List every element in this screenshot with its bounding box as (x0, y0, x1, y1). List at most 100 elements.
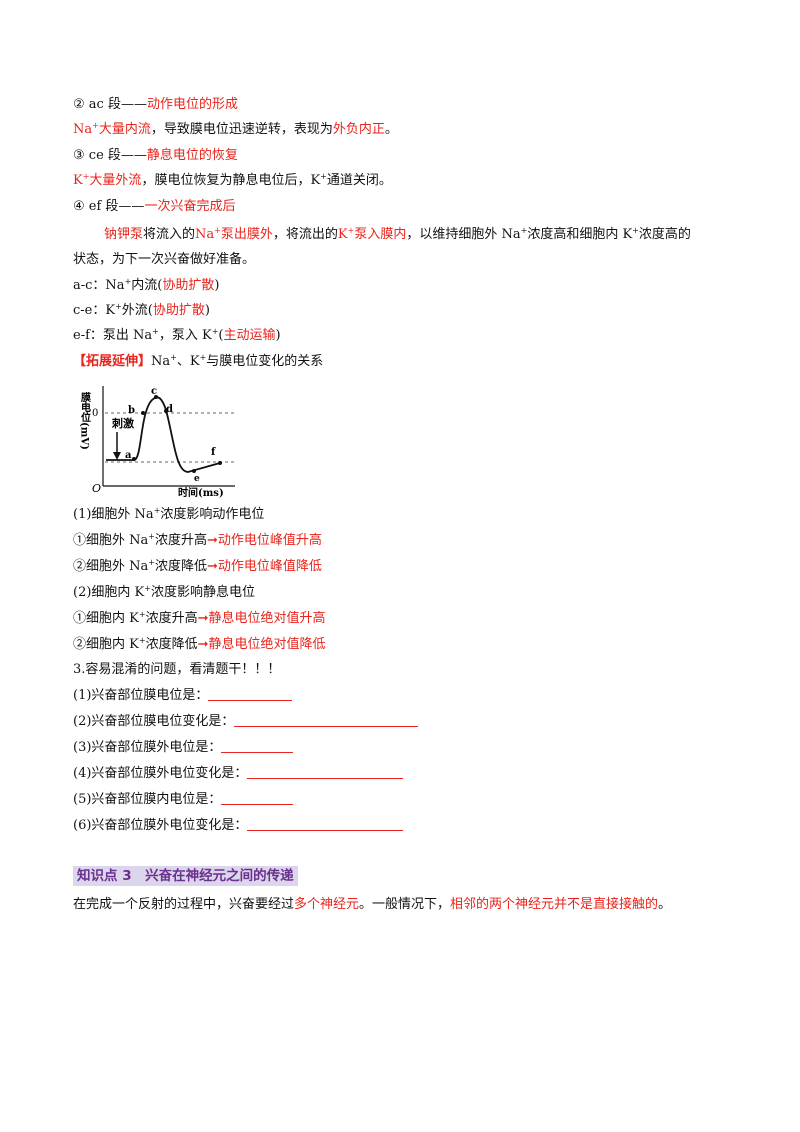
answer-blank[interactable] (247, 765, 404, 779)
question-3: (3)兴奋部位膜外电位是： (73, 739, 294, 757)
point-c (154, 395, 158, 399)
text: 、K (176, 354, 200, 369)
charge: + (148, 558, 155, 567)
text: ) (204, 303, 210, 318)
stimulus-label: 刺激 (111, 416, 134, 430)
highlight: 泵出膜外 (220, 227, 273, 242)
answer-blank[interactable] (221, 739, 294, 753)
segment-title: 动作电位的形成 (146, 97, 238, 112)
text: ②细胞外 Na (73, 559, 149, 574)
k-symbol: K (337, 227, 348, 242)
charge: + (92, 121, 99, 130)
effect-heading-k: (2)细胞内 K+浓度影响静息电位 (73, 584, 255, 602)
question-text: (1)兴奋部位膜电位是： (73, 688, 209, 703)
charge: + (153, 506, 161, 515)
label-b: b (128, 405, 135, 416)
ac-segment-heading: ② ac 段——动作电位的形成 (73, 96, 238, 114)
highlight: 大量内流 (98, 122, 151, 137)
text: 浓度高和细胞内 K (527, 227, 633, 242)
text: 在完成一个反射的过程中，兴奋要经过 (73, 897, 295, 912)
charge: + (170, 353, 177, 362)
origin-label: O (92, 482, 101, 495)
text: ，以维持细胞外 Na (406, 227, 521, 242)
charge: + (199, 353, 207, 362)
point-f (218, 461, 222, 465)
effect-k-increase: ①细胞内 K+浓度升高➞静息电位绝对值升高 (73, 610, 325, 628)
text: (1)细胞外 Na (73, 507, 154, 522)
answer-blank[interactable] (247, 817, 404, 831)
charge: + (115, 302, 122, 311)
text: ①细胞内 K (73, 611, 139, 626)
charge: + (214, 226, 221, 235)
charge: + (148, 532, 155, 541)
segment-label: ② ac 段—— (73, 97, 147, 112)
answer-blank[interactable] (208, 687, 293, 701)
text: 。 (658, 897, 672, 912)
question-text: (6)兴奋部位膜外电位变化是： (73, 818, 248, 833)
text: c-e：K (73, 303, 116, 318)
effect-na-decrease: ②细胞外 Na+浓度降低➞动作电位峰值降低 (73, 558, 322, 576)
highlight: 主动运输 (223, 328, 276, 343)
membrane-potential-diagram: 膜电位(mV) 0 刺激 a b c d e f O 时间(ms) (79, 386, 235, 499)
highlight: ➞动作电位峰值升高 (206, 533, 322, 548)
charge: + (124, 277, 132, 286)
point-d (164, 409, 168, 413)
ef-segment-heading: ④ ef 段——一次兴奋完成后 (73, 198, 235, 216)
highlight: 协助扩散 (152, 303, 205, 318)
charge: + (520, 226, 528, 235)
charge: + (152, 327, 159, 336)
question-1: (1)兴奋部位膜电位是： (73, 687, 293, 705)
text: 浓度升高 (145, 611, 198, 626)
section-3-paragraph: 在完成一个反射的过程中，兴奋要经过多个神经元。一般情况下，相邻的两个神经元并不是… (73, 896, 671, 914)
action-potential-curve (106, 396, 221, 473)
x-axis-label: 时间(ms) (178, 486, 224, 499)
point-b (141, 411, 145, 415)
question-4: (4)兴奋部位膜外电位变化是： (73, 765, 404, 783)
highlight: ➞静息电位绝对值降低 (197, 637, 326, 652)
text: 浓度降低 (145, 637, 198, 652)
text: a-c：Na (73, 278, 125, 293)
stimulus-arrowhead (113, 452, 121, 460)
answer-blank[interactable] (234, 713, 419, 727)
text: 浓度降低 (154, 559, 207, 574)
question-2: (2)兴奋部位膜电位变化是： (73, 713, 419, 731)
text: 与膜电位变化的关系 (206, 354, 324, 369)
charge: + (138, 610, 146, 619)
text: ，将流出的 (272, 227, 338, 242)
text: 浓度影响动作电位 (160, 507, 265, 522)
ce-transport-line: c-e：K+外流(协助扩散) (73, 302, 210, 320)
text: ) (214, 278, 220, 293)
ac-segment-text: Na+大量内流，导致膜电位迅速逆转，表现为外负内正。 (73, 121, 398, 139)
ac-transport-line: a-c：Na+内流(协助扩散) (73, 277, 219, 295)
extension-tag: 【拓展延伸】 (73, 354, 152, 369)
charge: + (82, 172, 90, 181)
text: 。一般情况下， (359, 897, 451, 912)
highlight: ➞动作电位峰值降低 (206, 559, 322, 574)
highlight: 多个神经元 (294, 897, 360, 912)
answer-blank[interactable] (221, 791, 294, 805)
question-text: (3)兴奋部位膜外电位是： (73, 740, 222, 755)
text: ) (275, 328, 281, 343)
charge: + (138, 636, 146, 645)
question-text: (4)兴奋部位膜外电位变化是： (73, 766, 248, 781)
point-a (132, 457, 136, 461)
y-axis-label: 膜电位(mV) (79, 391, 91, 450)
segment-title: 一次兴奋完成后 (144, 199, 236, 214)
highlight: 大量外流 (89, 173, 142, 188)
text: 浓度高的 (638, 227, 691, 242)
text: Na (151, 354, 171, 369)
segment-title: 静息电位的恢复 (146, 148, 238, 163)
text: ，膜电位恢复为静息电位后，K (141, 173, 321, 188)
text: 外流( (121, 303, 153, 318)
effect-k-decrease: ②细胞内 K+浓度降低➞静息电位绝对值降低 (73, 636, 325, 654)
text: 浓度影响静息电位 (150, 585, 255, 600)
na-symbol: Na (195, 227, 215, 242)
pump-paragraph-line2: 状态，为下一次兴奋做好准备。 (73, 252, 256, 267)
text: ②细胞内 K (73, 637, 139, 652)
text: ，泵入 K (158, 328, 212, 343)
charge: + (632, 226, 639, 235)
ce-segment-heading: ③ ce 段——静息电位的恢复 (73, 147, 238, 165)
label-c: c (151, 386, 157, 397)
questions-title: 3.容易混淆的问题，看清题干！！！ (73, 662, 281, 677)
label-d: d (166, 404, 173, 415)
